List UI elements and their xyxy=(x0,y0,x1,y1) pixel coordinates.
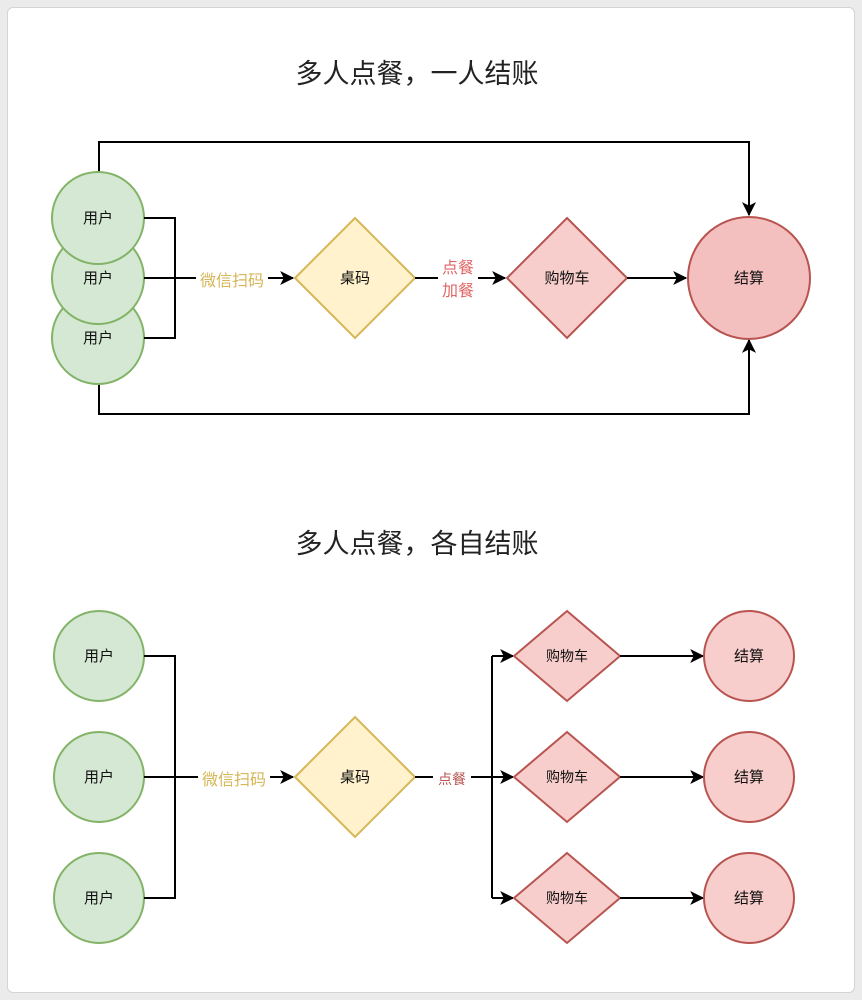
svg-text:购物车: 购物车 xyxy=(546,648,588,665)
top-user-node-1: 用户 xyxy=(51,171,145,265)
bottom-order-label: 点餐 xyxy=(438,772,466,788)
bottom-checkout-node-2: 结算 xyxy=(703,731,795,823)
top-edge-user-to-checkout-upper xyxy=(98,141,756,217)
svg-text:用户: 用户 xyxy=(84,889,114,907)
bottom-cart-node-2: 购物车 xyxy=(512,730,622,824)
top-order-label-bg xyxy=(438,256,478,300)
svg-text:桌码: 桌码 xyxy=(340,269,370,287)
diagram-card xyxy=(7,7,855,993)
bottom-scan-label: 微信扫码 xyxy=(202,770,266,789)
bottom-user-node-2: 用户 xyxy=(53,731,145,823)
bottom-scan-label-bg xyxy=(198,767,270,789)
bottom-cart-node-3: 购物车 xyxy=(512,851,622,945)
bottom-cart-node-1: 购物车 xyxy=(512,609,622,703)
top-edge-user-to-checkout-lower xyxy=(98,338,756,415)
svg-text:结算: 结算 xyxy=(734,269,764,287)
bottom-user-node-1: 用户 xyxy=(53,610,145,702)
svg-text:购物车: 购物车 xyxy=(546,769,588,786)
svg-text:用户: 用户 xyxy=(84,647,114,665)
top-scan-label: 微信扫码 xyxy=(200,271,264,290)
top-scan-label-bg xyxy=(196,268,268,290)
top-order-label-line1: 点餐 xyxy=(442,258,474,277)
svg-text:用户: 用户 xyxy=(83,329,113,347)
bottom-order-label-bg xyxy=(433,768,471,788)
top-user-bracket xyxy=(144,217,176,339)
bottom-checkout-node-1: 结算 xyxy=(703,610,795,702)
svg-text:用户: 用户 xyxy=(83,209,113,227)
top-diagram-title: 多人点餐，一人结账 xyxy=(296,59,539,90)
svg-text:结算: 结算 xyxy=(734,768,764,786)
svg-text:结算: 结算 xyxy=(734,889,764,907)
svg-text:购物车: 购物车 xyxy=(546,890,588,907)
bottom-user-node-3: 用户 xyxy=(53,852,145,944)
top-checkout-node: 结算 xyxy=(687,216,811,340)
bottom-table-code-node: 桌码 xyxy=(293,715,417,839)
svg-text:购物车: 购物车 xyxy=(544,269,589,287)
bottom-checkout-node-3: 结算 xyxy=(703,852,795,944)
svg-text:桌码: 桌码 xyxy=(340,768,370,786)
bottom-user-bracket xyxy=(144,655,176,899)
top-table-code-node: 桌码 xyxy=(293,216,417,340)
bottom-diagram-title: 多人点餐，各自结账 xyxy=(296,529,539,560)
top-cart-node: 购物车 xyxy=(505,216,629,340)
top-order-label-line2: 加餐 xyxy=(442,281,474,300)
svg-text:结算: 结算 xyxy=(734,647,764,665)
svg-text:用户: 用户 xyxy=(84,768,114,786)
svg-text:用户: 用户 xyxy=(83,269,113,287)
